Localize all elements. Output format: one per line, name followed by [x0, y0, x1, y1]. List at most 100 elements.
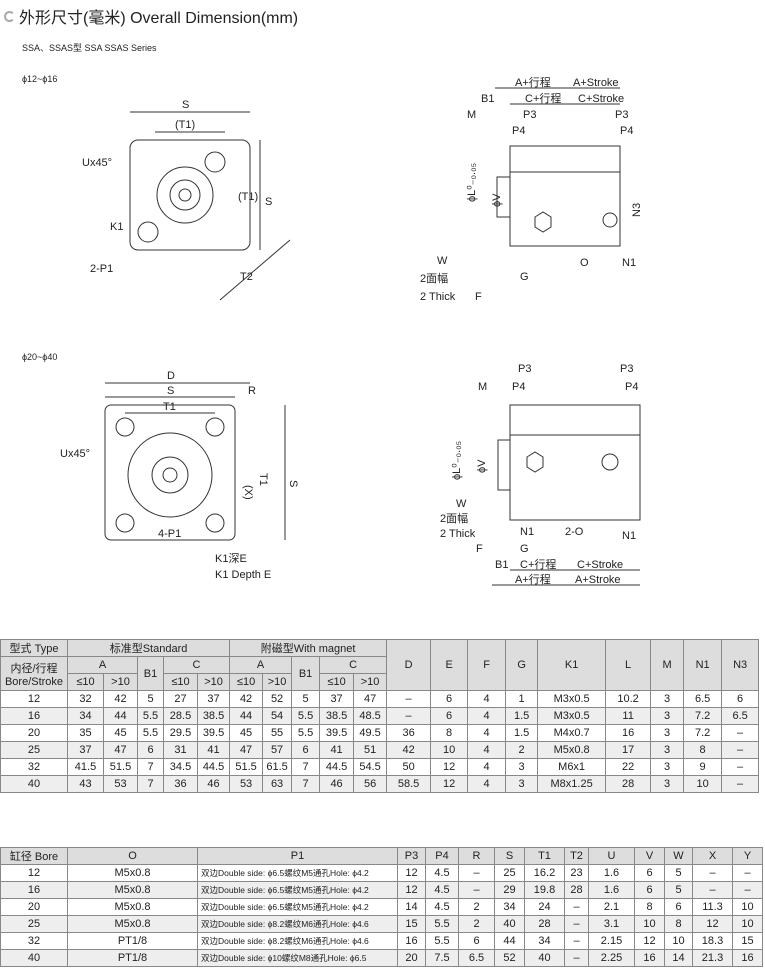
table-cell: 12	[430, 758, 469, 776]
table-cell: 61.5	[262, 758, 293, 776]
table-cell: 14	[397, 898, 426, 916]
dim-label: A+行程	[515, 76, 551, 89]
table-cell: 7	[291, 775, 321, 793]
dim-label: P3	[620, 363, 633, 375]
mounting-hole	[204, 151, 226, 173]
header-d: D	[386, 639, 432, 691]
rod-circle	[169, 179, 201, 211]
table-cell: 22	[605, 758, 652, 776]
dim-label: 2面幅	[420, 272, 448, 285]
table-cell: 3.1	[588, 915, 635, 933]
header-B1: B1	[291, 656, 321, 691]
table-cell: 57	[262, 741, 293, 759]
table-cell: 16	[0, 881, 68, 899]
table-cell: –	[458, 864, 495, 882]
table-cell: 51.5	[229, 758, 264, 776]
mounting-hole	[205, 417, 225, 437]
header-cell: V	[634, 847, 665, 865]
dim-label: 2面幅	[440, 512, 468, 525]
mounting-hole	[137, 221, 159, 243]
table-cell: 47	[229, 741, 264, 759]
dim-label: D	[167, 370, 175, 382]
cylinder-body-outline	[509, 145, 621, 247]
table-cell: 1.6	[588, 881, 635, 899]
dim-label: T2	[240, 271, 253, 283]
table-cell: 8	[430, 724, 469, 742]
table-cell: 2.25	[588, 949, 635, 967]
table-cell: 44.5	[196, 758, 231, 776]
table-cell: 2.1	[588, 898, 635, 916]
table-cell: 35	[67, 724, 104, 742]
table-cell: 7.2	[683, 724, 723, 742]
table-cell: M3x0.5	[537, 707, 607, 725]
table-cell: 6	[458, 932, 495, 950]
table-cell: 6	[634, 864, 665, 882]
table-cell: 58.5	[386, 775, 432, 793]
header-le10: ≤10	[229, 673, 264, 691]
dim-label: T1	[257, 473, 269, 486]
table-cell: 19.8	[524, 881, 565, 899]
table-cell: 43	[67, 775, 104, 793]
dim-label: P3	[615, 109, 628, 121]
table-cell: 15	[397, 915, 426, 933]
dim-label: C+行程	[520, 558, 556, 571]
table-cell: 12	[397, 881, 426, 899]
table-cell: 48.5	[353, 707, 388, 725]
dim-label: 2 Thick	[420, 291, 456, 303]
table-cell: 2	[505, 741, 539, 759]
table-cell: 2.15	[588, 932, 635, 950]
cylinder-body-outline	[129, 139, 251, 251]
table-cell: 44	[103, 707, 138, 725]
dim-label: ϕL⁰₋₀.₀₅	[451, 441, 463, 480]
table-cell: 8	[634, 898, 665, 916]
table-cell: 10	[664, 932, 693, 950]
table-cell: 3	[650, 741, 685, 759]
table-cell: –	[564, 932, 589, 950]
series-label: SSA、SSAS型 SSA SSAS Series	[22, 43, 157, 53]
dim-label: P4	[512, 125, 525, 137]
header-cell: W	[664, 847, 693, 865]
dim-label: S	[265, 196, 272, 208]
header-type: 型式 Type	[0, 639, 68, 657]
table-cell: 5.5	[291, 724, 321, 742]
dim-label: M	[467, 109, 476, 121]
bore-circle	[127, 432, 213, 518]
table-cell: 29	[494, 881, 525, 899]
header-cell: R	[458, 847, 495, 865]
table-cell: 8	[664, 915, 693, 933]
table-cell: 3	[650, 707, 685, 725]
bullet-icon	[4, 10, 15, 22]
dim-label: S	[182, 99, 189, 111]
table-cell: 16.2	[524, 864, 565, 882]
table-cell: 32	[0, 758, 68, 776]
header-cell: X	[692, 847, 733, 865]
table-cell: 双边Double side: ϕ6.5螺纹M5通孔Hole: ϕ4.2	[197, 864, 398, 882]
table-cell: 31	[163, 741, 198, 759]
table-cell: –	[386, 707, 432, 725]
header-C: C	[162, 656, 231, 674]
rod-thread-circle	[162, 467, 178, 483]
header-gt10: >10	[196, 673, 231, 691]
table-cell: 4.5	[425, 864, 459, 882]
table-cell: 7	[291, 758, 321, 776]
table-cell: 6	[664, 898, 693, 916]
table-cell: 45	[103, 724, 138, 742]
table-cell: M5x0.8	[67, 898, 198, 916]
header-cell: 缸径 Bore	[0, 847, 68, 865]
dim-label: O	[580, 257, 589, 269]
table-cell: M5x0.8	[537, 741, 607, 759]
table-cell: 36	[386, 724, 432, 742]
side-view-12-16: A+行程 A+Stroke C+行程 C+Stroke B1 M P3 P3 P…	[420, 76, 643, 303]
table-cell: 5	[291, 690, 321, 708]
dim-label: 4-P1	[158, 528, 181, 540]
table-cell: 15	[732, 932, 763, 950]
table-cell: 10	[732, 898, 763, 916]
table-cell: 7	[137, 775, 164, 793]
table-cell: 41	[196, 741, 231, 759]
page-title: 外形尺寸(毫米) Overall Dimension(mm)	[4, 4, 298, 28]
front-view-12-16: S (T1) Ux45° K1 2-P1 S (T1) T2	[82, 99, 291, 301]
